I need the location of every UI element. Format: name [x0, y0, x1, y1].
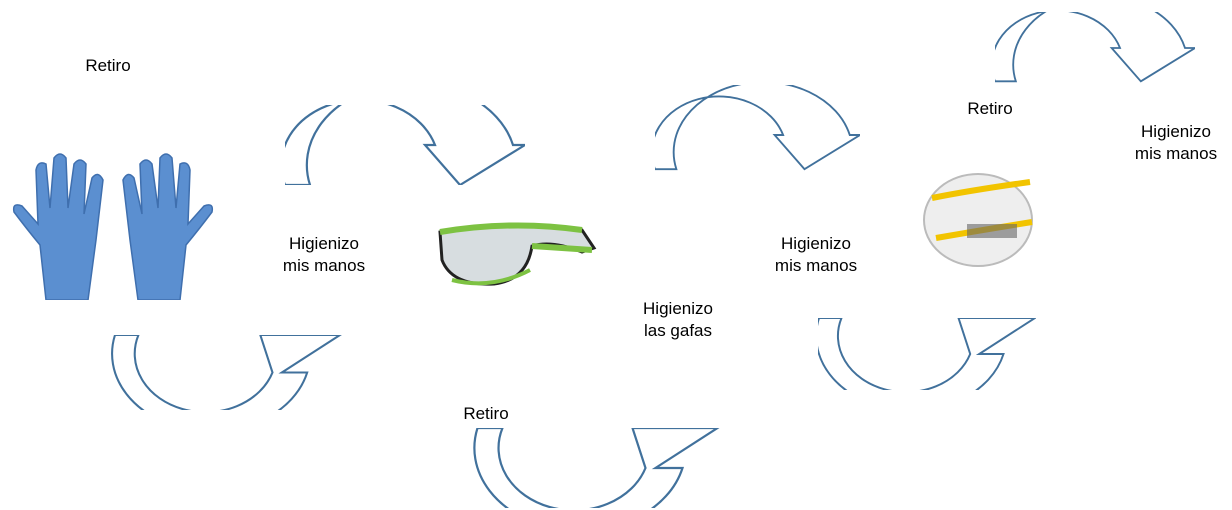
respirator-mask-icon: [923, 173, 1033, 267]
step-label-higienizo-3: Higienizo mis manos: [1134, 122, 1218, 163]
safety-glasses-icon: [438, 222, 597, 286]
arrow-curved-2: [655, 85, 860, 171]
step-label-higienizo-1: Higienizo mis manos: [282, 234, 366, 275]
step-label-higienizo-gafas: Higienizo las gafas: [643, 299, 713, 340]
step-label-higienizo-2: Higienizo mis manos: [774, 234, 858, 275]
gloves-icon: [12, 153, 214, 300]
arrow-curved-4: [110, 335, 342, 410]
step-label-retiro-3: Retiro: [967, 99, 1013, 118]
arrow-curved-5: [473, 428, 719, 508]
arrow-curved-6: [818, 318, 1036, 390]
step-label-retiro-1: Retiro: [85, 56, 131, 75]
arrow-curved-3: [995, 12, 1195, 83]
arrow-curved-1: [285, 105, 525, 185]
step-label-retiro-2: Retiro: [463, 404, 509, 423]
